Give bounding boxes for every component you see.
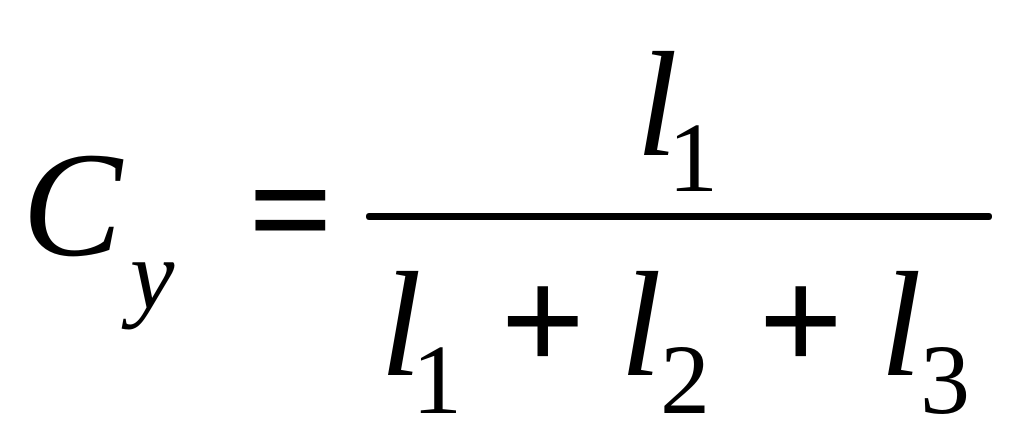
plus-operator-2: + (758, 238, 844, 404)
denominator-term-2-subscript: 2 (660, 324, 710, 435)
lhs-subscript: y (130, 219, 175, 330)
numerator-subscript: 1 (668, 102, 718, 213)
fraction-bar (366, 213, 992, 220)
lhs-symbol: C (22, 122, 123, 288)
denominator-term-1-subscript: 1 (412, 324, 462, 435)
equals-sign: = (248, 127, 334, 293)
plus-operator-1: + (500, 238, 586, 404)
denominator-term-1-symbol: l (380, 242, 422, 408)
denominator-term-3-symbol: l (880, 242, 922, 408)
denominator-term-2-symbol: l (620, 242, 662, 408)
denominator-term-3-subscript: 3 (920, 324, 970, 435)
numerator-symbol: l (636, 22, 678, 188)
